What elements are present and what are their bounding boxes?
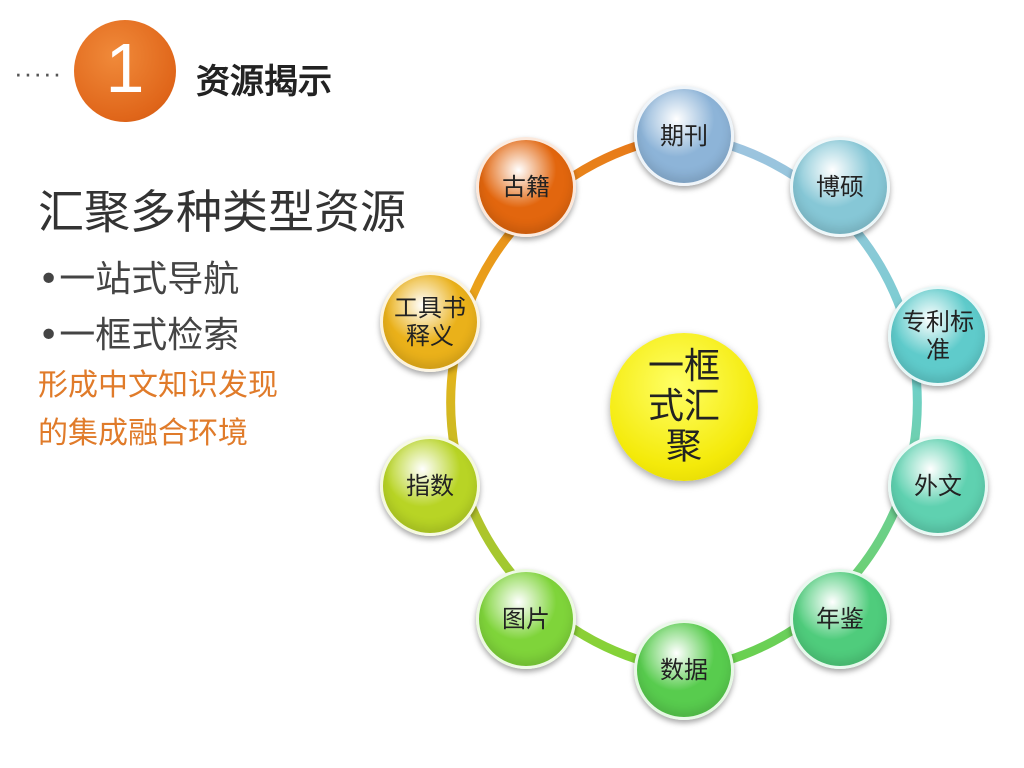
resource-node-8: 工具书释义 <box>380 272 480 372</box>
resource-node-3: 外文 <box>888 436 988 536</box>
resource-node-1: 博硕 <box>790 137 890 237</box>
resource-node-5: 数据 <box>634 620 734 720</box>
resource-node-0: 期刊 <box>634 86 734 186</box>
dotted-leader: ····· <box>14 58 63 88</box>
resource-node-4: 年鉴 <box>790 569 890 669</box>
center-hub: 一框式汇聚 <box>610 333 758 481</box>
resource-node-6: 图片 <box>476 569 576 669</box>
section-title: 资源揭示 <box>196 62 332 102</box>
resource-node-9: 古籍 <box>476 137 576 237</box>
resource-node-label: 指数 <box>406 472 454 500</box>
resource-node-2: 专利标准 <box>888 286 988 386</box>
resource-node-label: 年鉴 <box>816 605 864 633</box>
section-number-badge: 1 <box>74 20 176 122</box>
resource-node-label: 古籍 <box>502 173 550 201</box>
resource-node-label: 外文 <box>914 472 962 500</box>
resource-node-label: 博硕 <box>816 173 864 201</box>
highlight-line-1: 形成中文知识发现 <box>38 368 278 403</box>
main-heading: 汇聚多种类型资源 <box>38 185 406 239</box>
section-number: 1 <box>105 29 145 107</box>
center-label: 一框式汇聚 <box>647 346 720 467</box>
resource-node-label: 图片 <box>502 605 550 633</box>
highlight-line-2: 的集成融合环境 <box>38 416 248 451</box>
resource-node-label: 期刊 <box>660 122 708 150</box>
resource-node-7: 指数 <box>380 436 480 536</box>
resource-node-label: 数据 <box>660 656 708 684</box>
bullet-one-box-search: •一框式检索 <box>38 315 240 356</box>
resource-node-label: 工具书释义 <box>394 294 466 350</box>
bullet-one-stop-navigation: •一站式导航 <box>38 259 240 300</box>
resource-node-label: 专利标准 <box>902 308 974 364</box>
